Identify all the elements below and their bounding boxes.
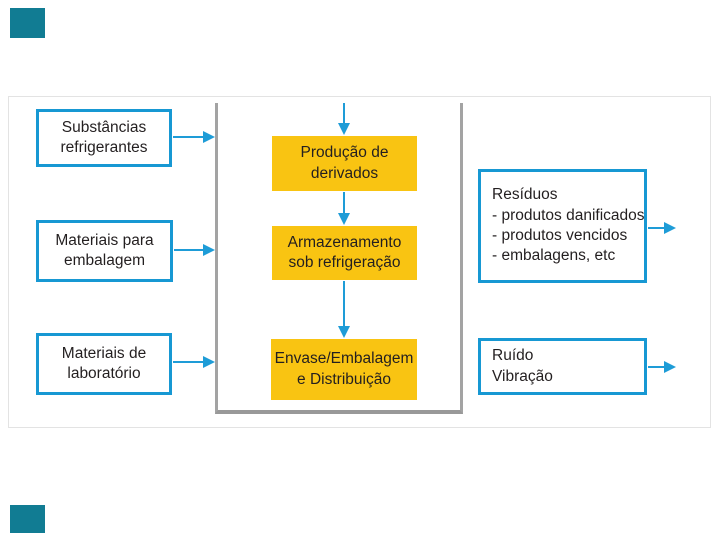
output-box-text-line: - produtos danificados — [492, 206, 645, 224]
process-box-envase-distribuicao: Envase/Embalagem e Distribuição — [271, 339, 417, 400]
output-box-text-line: Ruído — [492, 347, 534, 365]
diagram-outer-frame — [8, 96, 711, 428]
input-box-text-line: refrigerantes — [60, 139, 148, 156]
arrow-substancias-to-container — [173, 131, 215, 143]
process-box-armazenamento-refrigeracao: Armazenamento sob refrigeração — [272, 226, 417, 280]
output-box-text-line: - embalagens, etc — [492, 247, 616, 265]
process-box-text-line: Envase/Embalagem — [274, 350, 414, 368]
input-box-text-line: Materiais de — [61, 344, 147, 362]
output-box-residuos: Resíduos - produtos danificados - produt… — [478, 169, 647, 283]
slide-accent-bar-top — [10, 8, 45, 38]
process-box-text-line: Produção de — [300, 144, 389, 162]
process-container — [215, 103, 463, 414]
input-box-text-line: Substâncias — [61, 118, 147, 136]
input-box-text-line: embalagem — [64, 252, 145, 269]
process-box-text-line: Armazenamento — [287, 233, 402, 251]
arrow-residuos-out — [648, 222, 676, 234]
input-box-materiais-laboratorio: Materiais de laboratório — [36, 333, 172, 395]
input-box-substancias-refrigerantes: Substâncias refrigerantes — [36, 109, 172, 167]
process-box-text-line: e Distribuição — [297, 370, 391, 388]
process-box-producao-derivados: Produção de derivados — [272, 136, 417, 191]
arrow-armazenamento-to-envase — [338, 281, 350, 338]
arrow-container-top-to-producao — [338, 103, 350, 135]
arrow-embalagem-to-container — [174, 244, 215, 256]
input-box-materiais-embalagem: Materiais para embalagem — [36, 220, 173, 282]
arrow-ruido-out — [648, 361, 676, 373]
slide-accent-bar-bottom — [10, 505, 45, 533]
input-box-text-line: Materiais para — [55, 231, 154, 249]
process-box-text-line: sob refrigeração — [288, 254, 401, 271]
arrow-laboratorio-to-container — [173, 356, 215, 368]
output-box-text-line: Vibração — [492, 367, 553, 385]
output-box-text-line: Resíduos — [492, 186, 558, 204]
output-box-text-line: - produtos vencidos — [492, 227, 628, 244]
input-box-text-line: laboratório — [67, 365, 141, 382]
output-box-ruido-vibracao: Ruído Vibração — [478, 338, 647, 395]
arrow-producao-to-armazenamento — [338, 192, 350, 225]
process-box-text-line: derivados — [310, 164, 379, 182]
